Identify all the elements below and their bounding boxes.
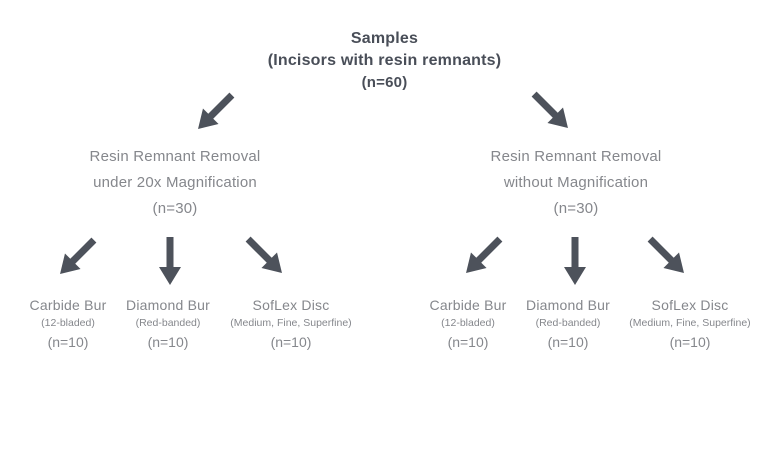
root-node: Samples (Incisors with resin remnants) (…	[0, 28, 769, 94]
arrow-down-right-icon	[240, 231, 291, 282]
leaf-node-carbide-bur: Carbide Bur (12-bladed) (n=10)	[383, 296, 553, 351]
leaf-count: (n=10)	[147, 334, 189, 350]
arrow-down-icon	[563, 237, 587, 285]
arrow-down-right-icon	[526, 86, 577, 137]
root-count: (n=60)	[361, 74, 408, 91]
leaf-detail: (Medium, Fine, Superfine)	[230, 317, 352, 329]
leaf-count: (n=10)	[270, 334, 312, 350]
leaf-count: (n=10)	[47, 334, 89, 350]
leaf-detail: (12-bladed)	[441, 317, 495, 329]
leaf-count: (n=10)	[669, 334, 711, 350]
leaf-node-soflex-disc: SofLex Disc (Medium, Fine, Superfine) (n…	[206, 296, 376, 351]
arrow-down-left-icon	[458, 231, 509, 282]
arrow-down-left-icon	[190, 87, 241, 138]
branch-title-line1: Resin Remnant Removal	[89, 148, 261, 165]
branch-title-line1: Resin Remnant Removal	[490, 148, 662, 165]
leaf-name: Diamond Bur	[526, 297, 610, 313]
leaf-name: Diamond Bur	[126, 297, 210, 313]
root-title: Samples	[350, 30, 419, 47]
root-subtitle: (Incisors with resin remnants)	[267, 52, 502, 69]
leaf-node-diamond-bur: Diamond Bur (Red-banded) (n=10)	[483, 296, 653, 351]
arrow-down-icon	[158, 237, 182, 285]
leaf-node-carbide-bur: Carbide Bur (12-bladed) (n=10)	[0, 296, 153, 351]
arrow-down-right-icon	[642, 231, 693, 282]
branch-count: (n=30)	[553, 200, 599, 217]
leaf-name: SofLex Disc	[252, 297, 330, 313]
leaf-count: (n=10)	[547, 334, 589, 350]
leaf-name: SofLex Disc	[651, 297, 729, 313]
leaf-detail: (12-bladed)	[41, 317, 95, 329]
branch-count: (n=30)	[152, 200, 198, 217]
leaf-name: Carbide Bur	[429, 297, 507, 313]
leaf-detail: (Red-banded)	[535, 317, 601, 329]
branch-node-magnification: Resin Remnant Removal under 20x Magnific…	[45, 144, 305, 222]
leaf-node-diamond-bur: Diamond Bur (Red-banded) (n=10)	[83, 296, 253, 351]
leaf-node-soflex-disc: SofLex Disc (Medium, Fine, Superfine) (n…	[605, 296, 769, 351]
branch-node-no-magnification: Resin Remnant Removal without Magnificat…	[446, 144, 706, 222]
arrow-down-left-icon	[52, 232, 103, 283]
leaf-name: Carbide Bur	[29, 297, 107, 313]
leaf-count: (n=10)	[447, 334, 489, 350]
leaf-detail: (Red-banded)	[135, 317, 201, 329]
branch-title-line2: under 20x Magnification	[93, 174, 257, 191]
leaf-detail: (Medium, Fine, Superfine)	[629, 317, 751, 329]
branch-title-line2: without Magnification	[503, 174, 649, 191]
